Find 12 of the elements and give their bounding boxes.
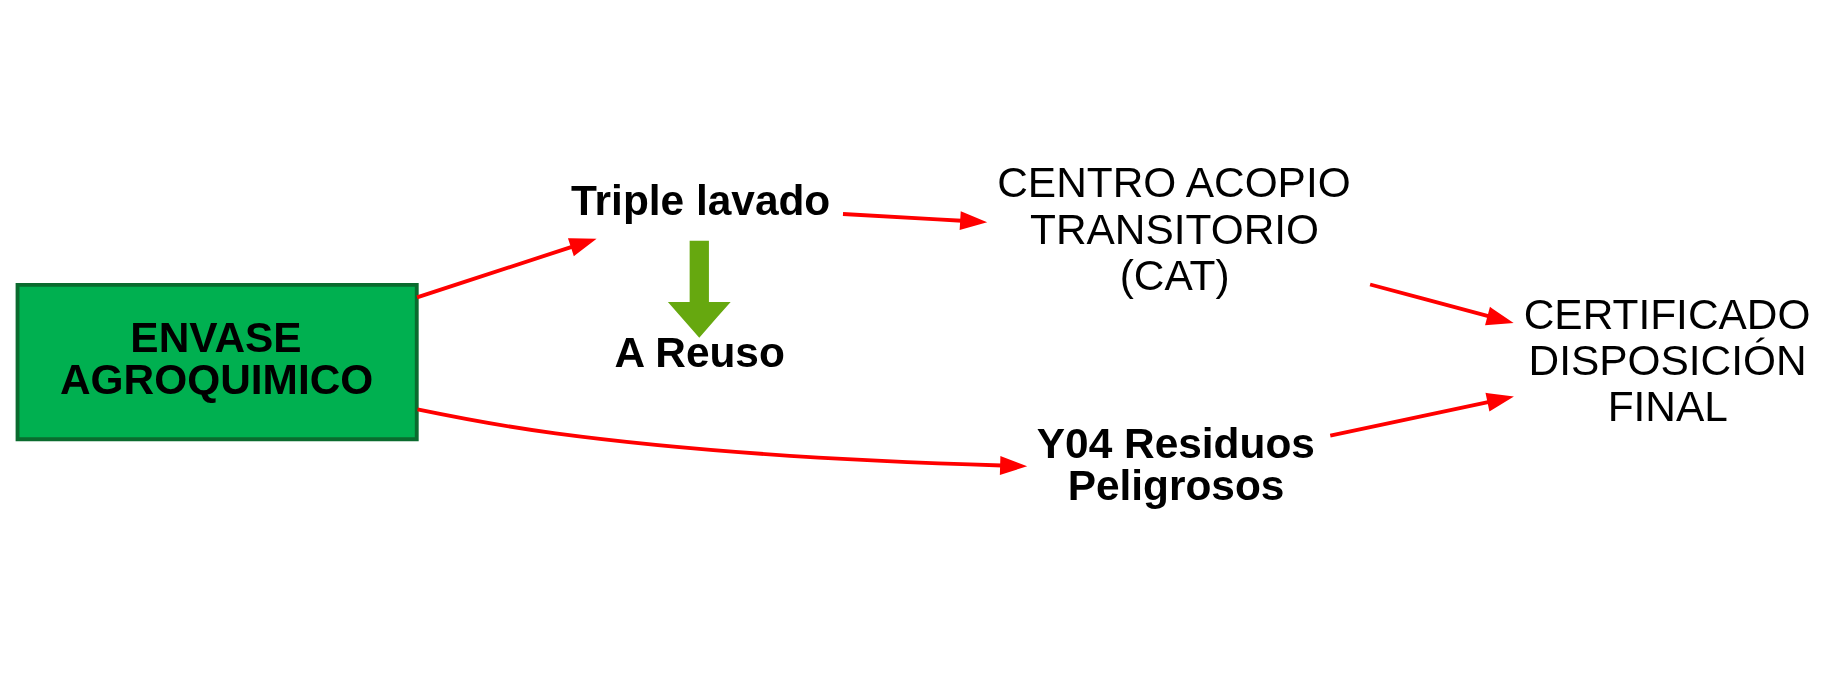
node-text: Triple lavado <box>571 176 831 224</box>
node-text: CERTIFICADO DISPOSICIÓN FINAL <box>1523 290 1811 430</box>
arrow <box>842 210 988 230</box>
node-text: Y04 Residuos Peligrosos <box>1036 419 1315 509</box>
arrow <box>667 240 731 338</box>
arrow <box>1369 282 1514 325</box>
node-text: A Reuso <box>614 328 785 376</box>
arrow <box>1329 392 1514 437</box>
node-box: ENVASE AGROQUIMICO <box>15 282 419 441</box>
arrow <box>417 407 1028 475</box>
node-text: CENTRO ACOPIO TRANSITORIO (CAT) <box>997 158 1351 299</box>
arrow <box>416 237 597 299</box>
